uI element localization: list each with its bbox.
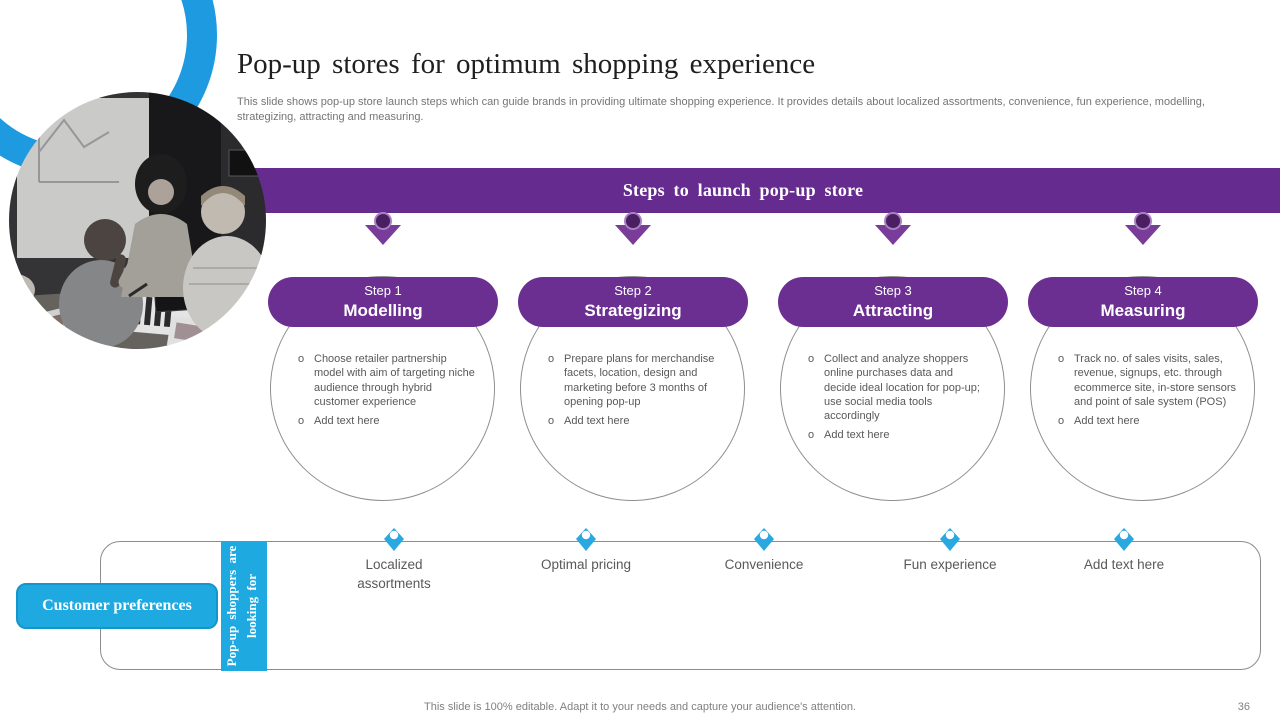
- bullet-circle-icon: o: [548, 353, 555, 365]
- arrow-down-icon: [875, 212, 911, 245]
- preferences-vertical-bar: Pop-up shoppers are looking for: [221, 541, 267, 671]
- step-3-name: Attracting: [852, 300, 934, 320]
- step-2-name: Strategizing: [584, 300, 682, 320]
- steps-banner-title: Steps to launch pop-up store: [622, 180, 864, 200]
- customer-preferences-label: Customer preferences: [42, 597, 192, 614]
- arrow-down-icon: [1125, 212, 1161, 245]
- arrow-down-icon: [615, 212, 651, 245]
- page-subtitle: This slide shows pop-up store launch ste…: [237, 96, 1205, 123]
- preference-item: Add text here: [1083, 557, 1165, 572]
- preference-item: Fun experience: [903, 557, 997, 572]
- bullet-circle-icon: o: [1058, 415, 1065, 428]
- preferences-panel: [100, 541, 1261, 670]
- step-1-name: Modelling: [343, 300, 423, 320]
- step-1-pill: Step 1 Modelling: [268, 277, 498, 327]
- step-4-label: Step 4: [1124, 283, 1162, 299]
- preference-item: Localized assortments: [357, 557, 431, 591]
- preference-item: Convenience: [724, 557, 804, 572]
- bullet-circle-icon: o: [298, 353, 305, 365]
- diamond-marker-icon: [576, 528, 596, 551]
- bullet-circle-icon: o: [1058, 353, 1065, 365]
- diamond-marker-icon: [754, 528, 774, 551]
- team-meeting-photo: [9, 92, 266, 349]
- diamond-marker-icon: [1114, 528, 1134, 551]
- bullet-circle-icon: o: [808, 353, 815, 365]
- step-2-label: Step 2: [614, 283, 652, 299]
- steps-banner: Steps to launch pop-up store: [230, 168, 1280, 213]
- bullet-circle-icon: o: [298, 415, 305, 428]
- preferences-bar-label: Pop-up shoppers are looking for: [224, 545, 260, 667]
- step-2-pill: Step 2 Strategizing: [518, 277, 748, 327]
- page-title: Pop-up stores for optimum shopping exper…: [237, 48, 816, 80]
- page-number: 36: [1237, 701, 1250, 713]
- footer-note: This slide is 100% editable. Adapt it to…: [424, 701, 856, 713]
- arrow-down-icon: [365, 212, 401, 245]
- diamond-marker-icon: [940, 528, 960, 551]
- customer-preferences-button: Customer preferences: [16, 583, 218, 629]
- step-1-label: Step 1: [364, 283, 402, 299]
- step-3-pill: Step 3 Attracting: [778, 277, 1008, 327]
- preference-item: Optimal pricing: [540, 557, 632, 572]
- bullet-circle-icon: o: [548, 415, 555, 428]
- bullet-circle-icon: o: [808, 429, 815, 442]
- step-4-pill: Step 4 Measuring: [1028, 277, 1258, 327]
- step-4-name: Measuring: [1100, 300, 1186, 320]
- diamond-marker-icon: [384, 528, 404, 551]
- step-3-label: Step 3: [874, 283, 912, 299]
